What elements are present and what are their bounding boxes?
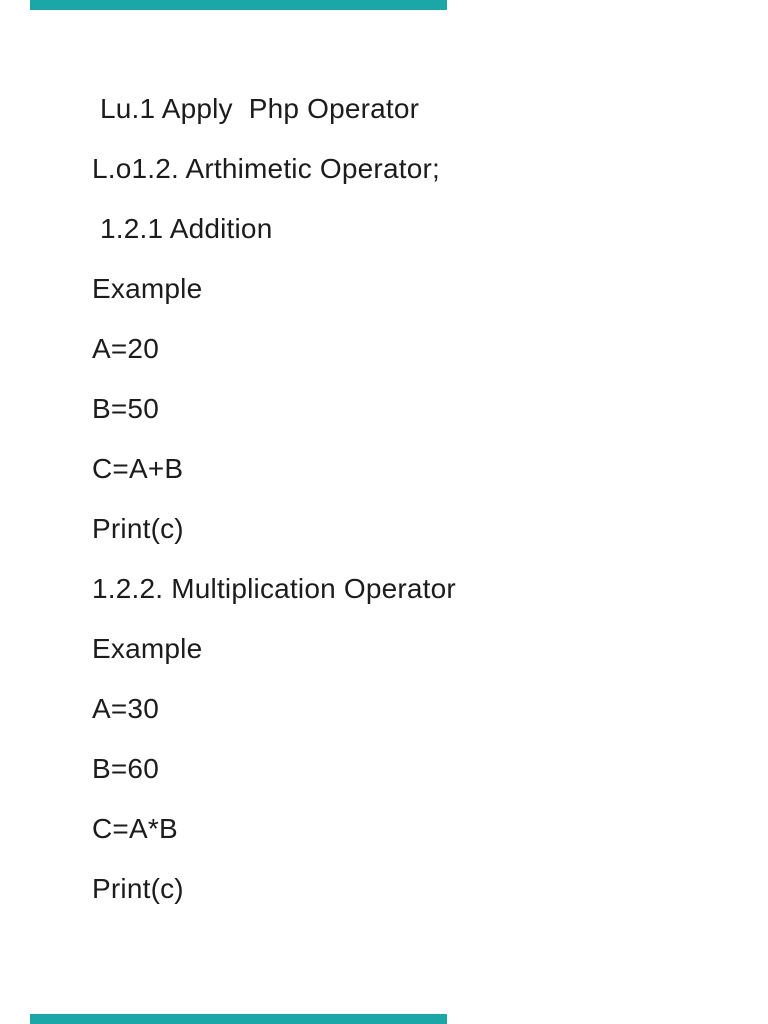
heading-lu1-apply-php-operator: Lu.1 Apply Php Operator (92, 93, 420, 124)
code-line-c-a-times-b: C=A*B (92, 813, 178, 844)
example-label-addition: Example (92, 273, 203, 304)
heading-122-multiplication-operator: 1.2.2. Multiplication Operator (92, 573, 456, 604)
heading-lo12-arithmetic-operator: L.o1.2. Arthimetic Operator; (92, 153, 440, 184)
code-line-b-60: B=60 (92, 753, 159, 784)
code-line-print-c-addition: Print(c) (92, 513, 184, 544)
code-line-c-a-plus-b: C=A+B (92, 453, 184, 484)
code-line-a-20: A=20 (92, 333, 159, 364)
example-label-multiplication: Example (92, 633, 203, 664)
document-content: Lu.1 Apply Php Operator L.o1.2. Arthimet… (92, 79, 748, 919)
code-line-b-50: B=50 (92, 393, 159, 424)
bottom-highlight-bar (30, 1014, 447, 1024)
code-line-print-c-multiplication: Print(c) (92, 873, 184, 904)
code-line-a-30: A=30 (92, 693, 159, 724)
heading-121-addition: 1.2.1 Addition (92, 213, 273, 244)
top-highlight-bar (30, 0, 447, 10)
